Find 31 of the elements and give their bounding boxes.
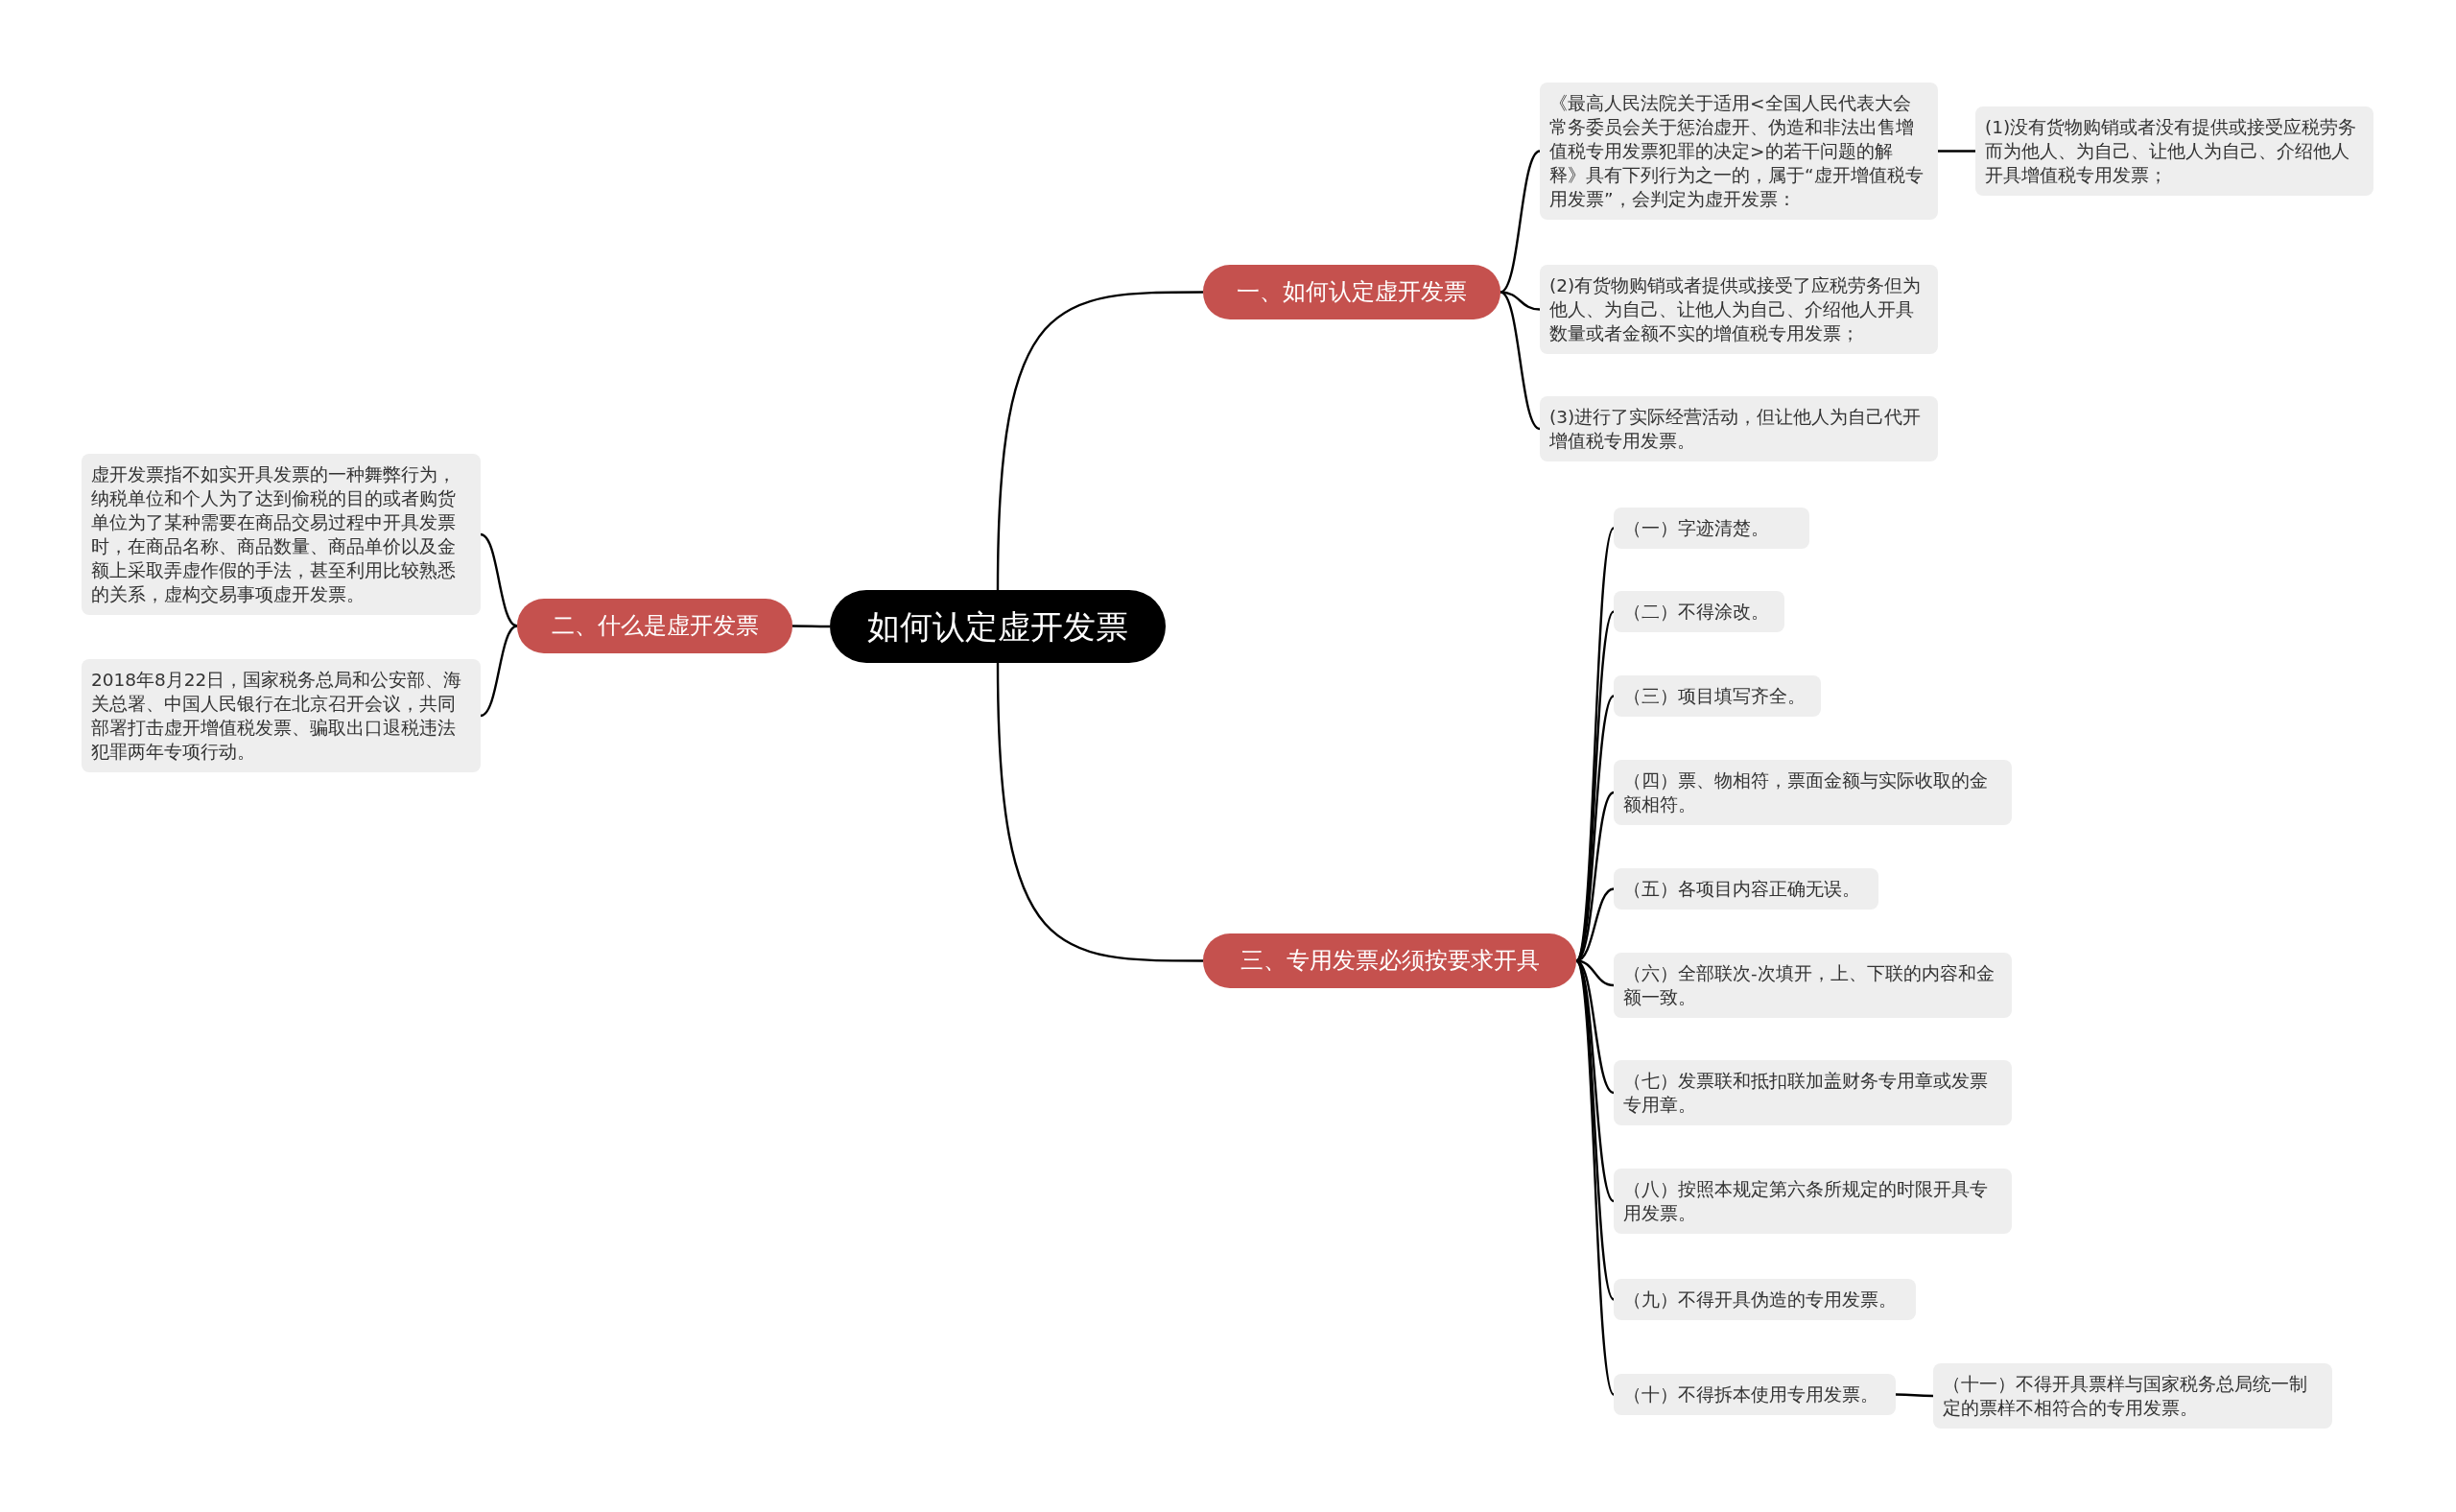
connector-line bbox=[480, 625, 518, 718]
text-box: （九）不得开具伪造的专用发票。 bbox=[1614, 1279, 1916, 1320]
text-box: (1)没有货物购销或者没有提供或接受应税劳务而为他人、为自己、让他人为自己、介绍他人开具增值税专用发票； bbox=[1975, 106, 2373, 196]
central-topic: 如何认定虚开发票 bbox=[830, 590, 1166, 663]
text-box: （五）各项目内容正确无误。 bbox=[1614, 868, 1878, 910]
connector-line bbox=[996, 662, 1203, 962]
branch-topic: 一、如何认定虚开发票 bbox=[1203, 265, 1500, 319]
connector-line bbox=[996, 291, 1203, 591]
connector-line bbox=[480, 532, 518, 627]
text-box: (2)有货物购销或者提供或接受了应税劳务但为他人、为自己、让他人为自己、介绍他人开具数量或者金额不实的增值税专用发票； bbox=[1540, 265, 1938, 354]
text-box: 虚开发票指不如实开具发票的一种舞弊行为，纳税单位和个人为了达到偷税的目的或者购货单位为了某种需要在商品交易过程中开具发票时，在商品名称、商品数量、商品单价以及金额上采取弄虚作假的手法，甚至利用比较熟悉的关系，虚构交易事项虚开发票。 bbox=[82, 454, 481, 615]
branch-topic: 三、专用发票必须按要求开具 bbox=[1203, 933, 1576, 988]
text-box: （七）发票联和抵扣联加盖财务专用章或发票专用章。 bbox=[1614, 1060, 2012, 1125]
connector-line bbox=[1896, 1393, 1933, 1398]
text-box: （十）不得拆本使用专用发票。 bbox=[1614, 1374, 1896, 1415]
text-box: 2018年8月22日，国家税务总局和公安部、海关总署、中国人民银行在北京召开会议，共同部署打击虚开增值税发票、骗取出口退税违法犯罪两年专项行动。 bbox=[82, 659, 481, 772]
connector-line bbox=[792, 625, 830, 628]
connector-line bbox=[1500, 291, 1541, 431]
text-box: （三）项目填写齐全。 bbox=[1614, 675, 1821, 717]
text-box: (3)进行了实际经营活动，但让他人为自己代开增值税专用发票。 bbox=[1540, 396, 1938, 461]
text-box: （四）票、物相符，票面金额与实际收取的金额相符。 bbox=[1614, 760, 2012, 825]
text-box: （十一）不得开具票样与国家税务总局统一制定的票样不相符合的专用发票。 bbox=[1933, 1363, 2332, 1429]
text-box: （一）字迹清楚。 bbox=[1614, 508, 1809, 549]
connector-line bbox=[1574, 959, 1616, 1396]
connector-line bbox=[1938, 150, 1975, 153]
text-box: 《最高人民法院关于适用<全国人民代表大会常务委员会关于惩治虚开、伪造和非法出售增值税专用发票犯罪的决定>的若干问题的解释》具有下列行为之一的，属于“虚开增值税专用发票”，会判定为虚开发票： bbox=[1540, 83, 1938, 220]
branch-topic: 二、什么是虚开发票 bbox=[517, 599, 792, 653]
text-box: （六）全部联次-次填开，上、下联的内容和金额一致。 bbox=[1614, 953, 2012, 1018]
text-box: （二）不得涂改。 bbox=[1614, 591, 1784, 632]
text-box: （八）按照本规定第六条所规定的时限开具专用发票。 bbox=[1614, 1169, 2012, 1234]
connector-line bbox=[1500, 150, 1541, 294]
